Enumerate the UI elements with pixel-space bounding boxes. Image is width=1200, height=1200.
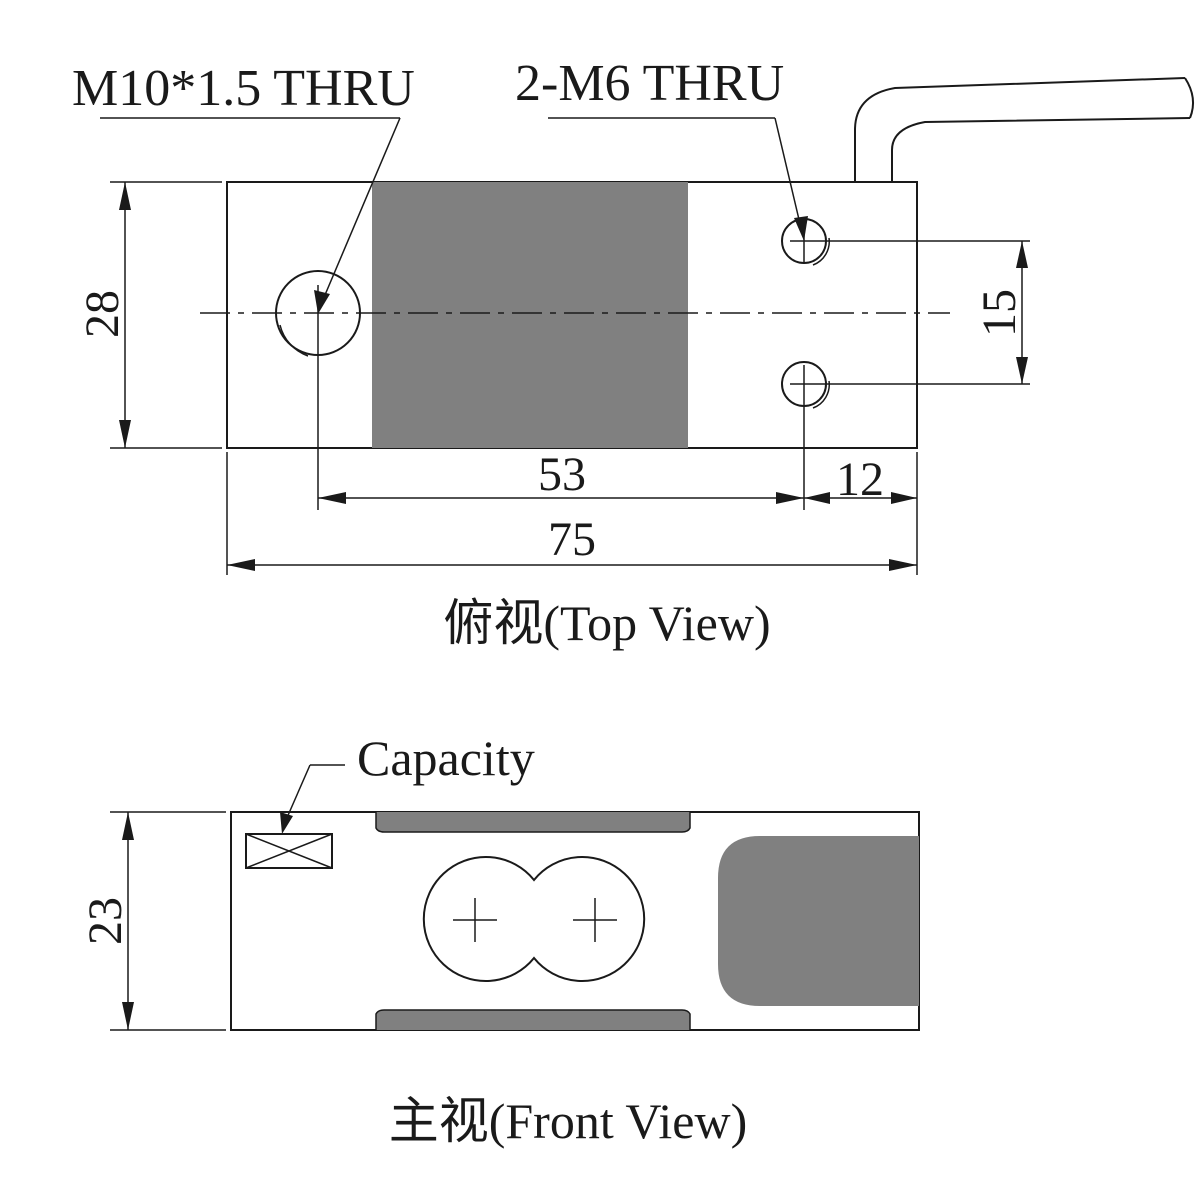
- front-bottom-recess-edge: [375, 1009, 691, 1030]
- m10-hole: [275, 270, 361, 360]
- m6-callout-label: 2-M6 THRU: [515, 55, 784, 112]
- cable-inner: [891, 117, 1191, 182]
- right-hole-center-mark: [573, 898, 617, 942]
- dim-height-28: [110, 181, 222, 449]
- front-top-recess: [376, 812, 690, 832]
- dim-length-75-label: 75: [548, 513, 596, 566]
- dim-height-23: [110, 811, 226, 1031]
- dim-height-23-label: 23: [79, 897, 132, 945]
- top-view: M10*1.5 THRU 2-M6 THRU 28 15: [72, 55, 1195, 651]
- cable-end: [1184, 77, 1195, 119]
- cable: [854, 77, 1186, 182]
- dim-length-75: [226, 452, 917, 575]
- front-side-pocket: [718, 836, 919, 1006]
- capacity-callout-label: Capacity: [357, 730, 535, 786]
- top-view-caption: 俯视(Top View): [443, 595, 770, 651]
- m6-hole-upper: [781, 218, 1030, 266]
- front-top-recess-edge: [375, 812, 691, 833]
- dim-edge-offset-12-label: 12: [836, 453, 884, 506]
- capacity-callout-leader: [280, 764, 345, 834]
- front-view: Capacity 23 主视(Front View): [79, 730, 920, 1149]
- top-strain-area: [372, 182, 688, 448]
- front-bottom-recess: [376, 1010, 690, 1030]
- binocular-hole: [422, 856, 646, 982]
- dim-hole-distance-53: [317, 360, 804, 510]
- m10-callout-label: M10*1.5 THRU: [72, 60, 415, 117]
- m10-callout-leader: [100, 117, 401, 314]
- dim-height-28-label: 28: [76, 290, 129, 338]
- m6-callout-leader: [548, 117, 808, 241]
- dim-hole-spacing-15-label: 15: [973, 289, 1026, 337]
- capacity-box: [245, 833, 333, 869]
- front-view-caption: 主视(Front View): [389, 1093, 748, 1149]
- left-hole-center-mark: [453, 898, 497, 942]
- dim-hole-spacing-15: [1016, 241, 1028, 384]
- dim-edge-offset-12: [804, 452, 918, 575]
- m6-hole-lower: [781, 361, 1030, 510]
- dim-hole-distance-53-label: 53: [538, 448, 586, 501]
